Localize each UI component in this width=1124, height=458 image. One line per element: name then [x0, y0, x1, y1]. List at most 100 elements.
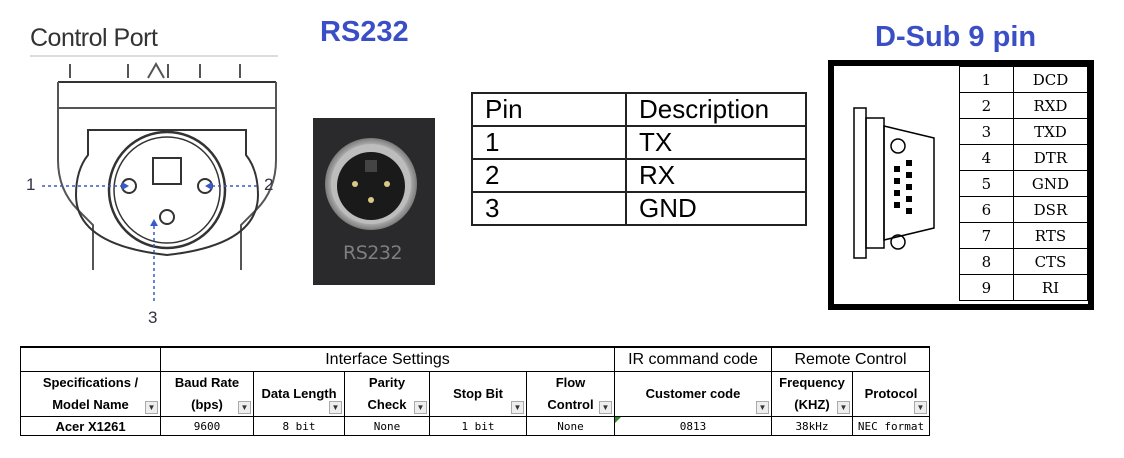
pin-description: GND	[625, 191, 807, 226]
settings-table: Interface Settings IR command code Remot…	[20, 346, 930, 436]
dsub-pin-number: 4	[959, 144, 1014, 171]
table-row: 3 GND	[471, 191, 807, 226]
dsub-pin-number: 9	[959, 274, 1014, 301]
stop-bit-label: Stop Bit	[453, 386, 503, 401]
baud-line2: (bps)	[191, 397, 223, 412]
spec-line1: Specifications /	[42, 375, 139, 390]
customer-code-value: 0813	[679, 419, 707, 433]
pin-label-3: 3	[148, 308, 158, 327]
filter-dropdown-icon[interactable]: ▼	[145, 401, 158, 414]
customer-code-label: Customer code	[645, 386, 741, 401]
remote-control-header: Remote Control	[771, 346, 930, 372]
flow-control-header: Flow Control ▼	[526, 371, 615, 417]
flow-cell: None	[526, 416, 615, 436]
data-length-header: Data Length ▼	[253, 371, 345, 417]
table-row: 2 RX	[471, 158, 807, 193]
filter-dropdown-icon[interactable]: ▼	[511, 401, 524, 414]
baud-rate-header: Baud Rate (bps) ▼	[160, 371, 254, 417]
table-row: Acer X1261 9600 8 bit None 1 bit None 08…	[20, 416, 930, 436]
spec-model-header: Specifications / Model Name ▼	[20, 371, 161, 417]
customer-code-header: Customer code ▼	[614, 371, 772, 417]
pin-description: RX	[625, 158, 807, 193]
dsub-pin-signal: DCD	[1012, 66, 1089, 93]
filter-dropdown-icon[interactable]: ▼	[599, 401, 612, 414]
freq-line1: Frequency	[779, 375, 845, 390]
dsub-pin-number: 8	[959, 248, 1014, 275]
dsub-pin-signal: GND	[1012, 170, 1089, 197]
data-length-cell: 8 bit	[253, 416, 345, 436]
dsub-pin-number: 2	[959, 92, 1014, 119]
frequency-header: Frequency (KHZ) ▼	[771, 371, 853, 417]
dsub-pin-signal: RXD	[1012, 92, 1089, 119]
table-row: Pin Description	[471, 92, 807, 127]
frequency-cell: 38kHz	[771, 416, 853, 436]
stop-bit-header: Stop Bit ▼	[429, 371, 527, 417]
dsub-pin-signal: RTS	[1012, 222, 1089, 249]
filter-dropdown-icon[interactable]: ▼	[414, 401, 427, 414]
rs232-title: RS232	[320, 16, 409, 48]
filter-dropdown-icon[interactable]: ▼	[238, 401, 251, 414]
dsub-pin-number: 1	[959, 66, 1014, 93]
model-cell: Acer X1261	[20, 416, 161, 436]
rs232-connector-drawing	[325, 138, 417, 230]
dsub-pin-signal: TXD	[1012, 118, 1089, 145]
filter-dropdown-icon[interactable]: ▼	[756, 401, 769, 414]
baud-cell: 9600	[160, 416, 254, 436]
spec-line2: Model Name	[52, 397, 129, 412]
dsub-pin-number: 3	[959, 118, 1014, 145]
dsub-pin-signal: DSR	[1012, 196, 1089, 223]
data-length-label: Data Length	[261, 386, 337, 401]
dsub-title: D-Sub 9 pin	[875, 21, 1037, 53]
protocol-cell: NEC format	[852, 416, 930, 436]
table-row: Interface Settings IR command code Remot…	[20, 346, 930, 372]
pin-header: Pin	[471, 92, 627, 127]
filter-dropdown-icon[interactable]: ▼	[837, 401, 850, 414]
dsub-pin-number: 6	[959, 196, 1014, 223]
pin-description-table: Pin Description 1 TX 2 RX 3 GND	[471, 92, 807, 226]
pin-label-2: 2	[264, 175, 274, 194]
table-row: 1 TX	[471, 125, 807, 160]
interface-settings-header: Interface Settings	[160, 346, 615, 372]
freq-line2: (KHZ)	[794, 397, 830, 412]
protocol-label: Protocol	[864, 386, 918, 401]
flow-line2: Control	[547, 397, 594, 412]
parity-line2: Check	[367, 397, 407, 412]
control-port-title: Control Port	[30, 24, 158, 52]
dsub-pin-number: 7	[959, 222, 1014, 249]
dsub-pin-number: 5	[959, 170, 1014, 197]
pin-number: 3	[471, 191, 627, 226]
ir-command-header: IR command code	[614, 346, 772, 372]
rs232-connector-photo: RS232	[313, 118, 435, 285]
parity-check-header: Parity Check ▼	[344, 371, 430, 417]
stop-bit-cell: 1 bit	[429, 416, 527, 436]
pin-label-1: 1	[26, 175, 36, 194]
pin-number: 1	[471, 125, 627, 160]
table-row: Specifications / Model Name ▼ Baud Rate …	[20, 371, 930, 417]
customer-code-cell: 0813	[614, 416, 772, 436]
filter-dropdown-icon[interactable]: ▼	[329, 401, 342, 414]
dsub-pin-signal: CTS	[1012, 248, 1089, 275]
protocol-header: Protocol ▼	[852, 371, 930, 417]
flow-line1: Flow	[555, 375, 586, 390]
dsub-pin-signal: DTR	[1012, 144, 1089, 171]
filter-dropdown-icon[interactable]: ▼	[914, 401, 927, 414]
comment-marker-icon	[615, 417, 621, 423]
blank-header-cell	[20, 346, 161, 372]
pin-number: 2	[471, 158, 627, 193]
pin-description: TX	[625, 125, 807, 160]
control-port-diagram: Control Port	[18, 20, 288, 330]
baud-line1: Baud Rate	[174, 375, 240, 390]
parity-line1: Parity	[368, 375, 406, 390]
